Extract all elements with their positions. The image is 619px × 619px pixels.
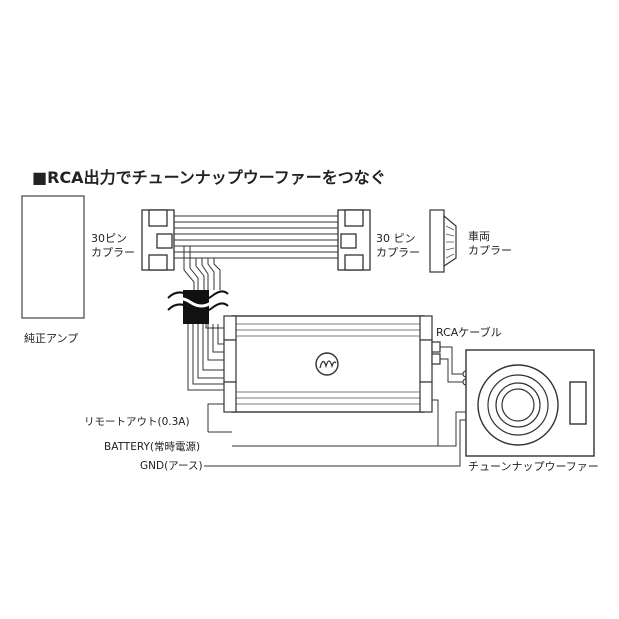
- gnd-label: GND(アース): [140, 460, 203, 472]
- cable-break-symbol: [166, 290, 230, 324]
- svg-text:30ピン: 30ピン: [91, 232, 127, 245]
- harness-bundle: [174, 215, 338, 259]
- coupler-right: [337, 209, 371, 271]
- amplifier-logo: [315, 352, 339, 376]
- svg-text:カプラー: カプラー: [468, 244, 512, 257]
- stock-amp: [21, 195, 85, 319]
- coupler-left: [141, 209, 175, 271]
- subwoofer: [465, 349, 595, 457]
- vehicle-coupler-label: 車両 カプラー: [468, 229, 512, 257]
- vehicle-coupler: [429, 209, 457, 273]
- gnd-wire: [204, 411, 476, 467]
- remote-out-label: リモートアウト(0.3A): [84, 416, 190, 428]
- amplifier: [223, 315, 433, 413]
- svg-text:30 ピン: 30 ピン: [376, 232, 416, 245]
- coupler-right-label: 30 ピン カプラー: [376, 232, 420, 259]
- svg-text:車両: 車両: [468, 229, 490, 243]
- diagram-title: ■RCA出力でチューンナップウーファーをつなぐ: [32, 168, 386, 187]
- stock-amp-label: 純正アンプ: [24, 332, 78, 345]
- svg-text:カプラー: カプラー: [91, 246, 135, 259]
- battery-wire: [232, 399, 439, 447]
- rca-cable: [440, 346, 464, 383]
- battery-label: BATTERY(常時電源): [104, 440, 200, 453]
- rca-cable-label: RCAケーブル: [436, 325, 502, 339]
- svg-text:カプラー: カプラー: [376, 246, 420, 259]
- branch-wires: [183, 246, 221, 290]
- subwoofer-label: チューンナップウーファー: [468, 460, 599, 473]
- coupler-left-label: 30ピン カプラー: [91, 232, 135, 259]
- remote-out-wire: [207, 403, 232, 433]
- rca-jacks: [431, 341, 441, 365]
